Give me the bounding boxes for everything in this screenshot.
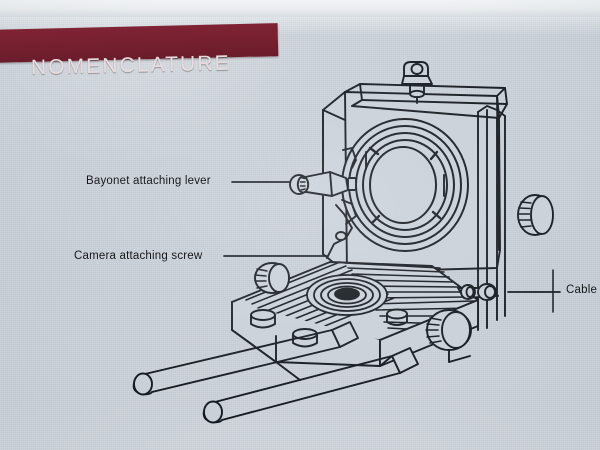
page-top-edge [0, 0, 600, 17]
nomenclature-banner: NOMENCLATURE [0, 23, 300, 79]
callout-label-camera-attaching-screw: Camera attaching screw [74, 250, 203, 262]
callout-label-bayonet-attaching-lever: Bayonet attaching lever [86, 175, 211, 187]
callout-label-cable: Cable [566, 284, 598, 296]
